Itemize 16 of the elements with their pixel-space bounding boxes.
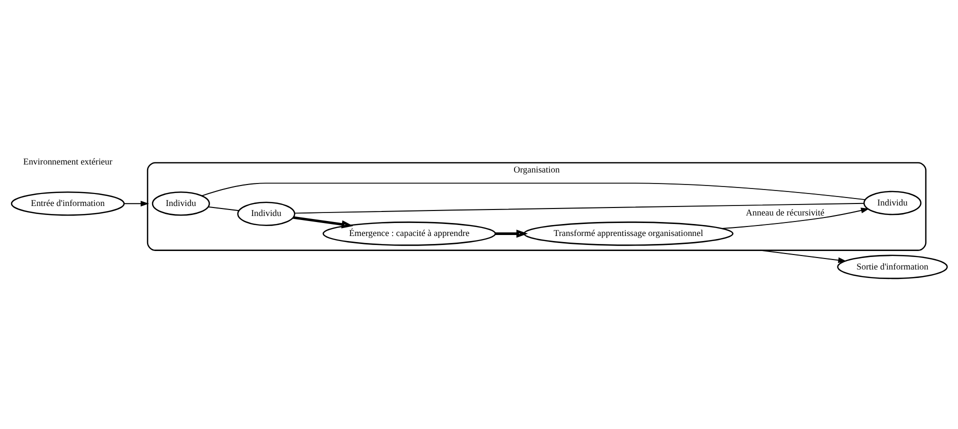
connector [207, 206, 239, 212]
node-ellipse: Individu [862, 190, 921, 216]
edge-label: Anneau de récursivité [745, 207, 824, 218]
node-ellipse: Individu [151, 191, 210, 216]
node-ellipse: Individu [236, 202, 295, 226]
connector [200, 182, 866, 200]
arrow [123, 200, 149, 207]
arrow [292, 216, 353, 228]
connector [294, 202, 864, 214]
arrow [494, 230, 528, 238]
node-ellipse: Émergence : capacité à apprendre [322, 222, 496, 246]
label: Environnement extérieur [22, 156, 112, 166]
arrow [759, 250, 846, 264]
node-ellipse: Transformé apprentissage organisationnel [522, 222, 733, 246]
node-ellipse: Entrée d'information [10, 191, 124, 216]
arrow [720, 208, 869, 229]
